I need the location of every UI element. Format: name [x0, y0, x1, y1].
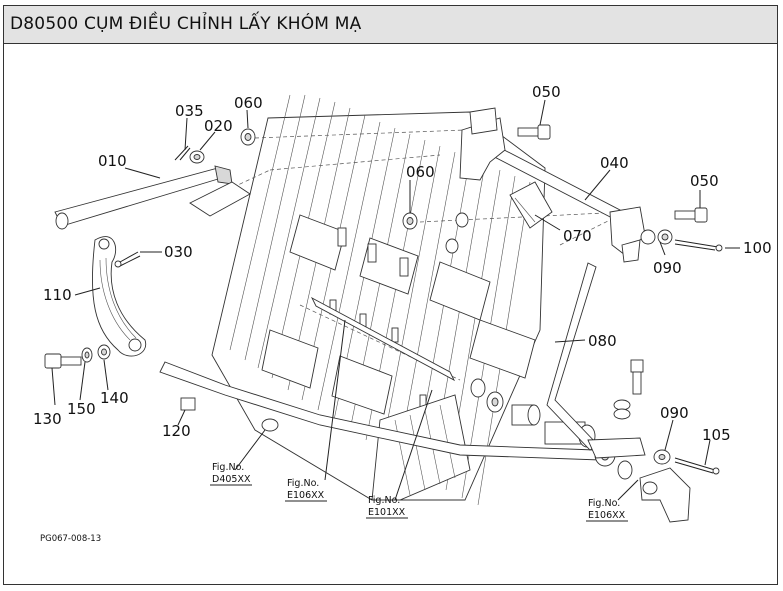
fig-reference-e106-a: Fig.No. E106XX [285, 478, 327, 502]
part-150-washer [81, 347, 93, 363]
callout-030: 030 [164, 243, 193, 261]
svg-text:Fig.No.: Fig.No. [368, 495, 400, 506]
callout-040: 040 [600, 154, 629, 172]
svg-text:E106XX: E106XX [287, 490, 325, 501]
part-050-bolt-a [517, 124, 551, 140]
lower-bracket [639, 467, 691, 523]
part-020-pin [174, 145, 205, 164]
callout-110: 110 [43, 286, 72, 304]
page-title: D80500 CỤM ĐIỀU CHỈNH LẤY KHÓM MẠ [10, 14, 362, 34]
callout-labels: 010 035 020 060 030 110 130 150 140 120 … [33, 83, 772, 444]
callout-020: 020 [204, 117, 233, 135]
fig-reference-e106-b: Fig.No. E106XX [586, 498, 628, 522]
callout-070: 070 [563, 227, 592, 245]
part-090-nut-b [653, 449, 671, 465]
svg-text:D405XX: D405XX [212, 474, 251, 485]
callout-060b: 060 [406, 163, 435, 181]
part-010-arm [54, 165, 251, 230]
svg-text:E106XX: E106XX [588, 510, 626, 521]
part-030-split-pin [114, 251, 141, 268]
fig-reference-d405: Fig.No. D405XX [210, 462, 252, 486]
callout-140: 140 [100, 389, 129, 407]
main-frame-plate [211, 94, 546, 506]
callout-090a: 090 [653, 259, 682, 277]
part-140-washer [97, 344, 111, 360]
part-100-pin [674, 239, 723, 252]
part-090-nut-a [640, 229, 673, 245]
svg-text:Fig.No.: Fig.No. [287, 478, 319, 489]
callout-080: 080 [588, 332, 617, 350]
callout-150: 150 [67, 400, 96, 418]
title-bar: D80500 CỤM ĐIỀU CHỈNH LẤY KHÓM MẠ [4, 6, 777, 44]
callout-035: 035 [175, 102, 204, 120]
callout-060a: 060 [234, 94, 263, 112]
callout-090b: 090 [660, 404, 689, 422]
leader-lines [51, 99, 740, 501]
callout-120: 120 [162, 422, 191, 440]
part-060-collar-b [402, 212, 469, 254]
part-110-lever [91, 236, 147, 357]
callout-130: 130 [33, 410, 62, 428]
part-105-pin [674, 457, 720, 475]
callout-100: 100 [743, 239, 772, 257]
part-070-handle [509, 181, 553, 229]
part-bolt-stack [613, 359, 644, 420]
svg-text:E101XX: E101XX [368, 507, 406, 518]
callout-050b: 050 [690, 172, 719, 190]
svg-text:Fig.No.: Fig.No. [212, 462, 244, 473]
main-shaft [159, 296, 601, 461]
svg-text:Fig.No.: Fig.No. [588, 498, 620, 509]
part-080-rod [546, 262, 646, 459]
part-050-bolt-b [674, 207, 708, 223]
callout-010: 010 [98, 152, 127, 170]
callout-050a: 050 [532, 83, 561, 101]
part-060-collar-a [240, 128, 256, 146]
callout-105: 105 [702, 426, 731, 444]
fig-reference-e101: Fig.No. E101XX [366, 495, 408, 519]
drawing-code: PG067-008-13 [40, 534, 101, 544]
part-130-bolt [44, 353, 82, 369]
